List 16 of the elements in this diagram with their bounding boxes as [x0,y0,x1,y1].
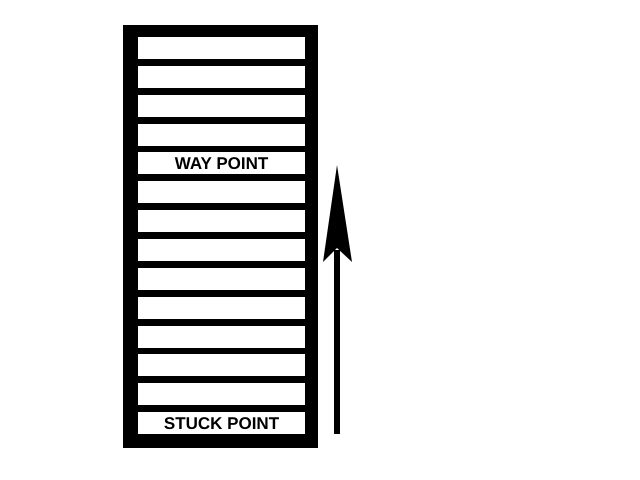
slot-label: STUCK POINT [164,414,280,432]
ladder-rung-slot [138,181,305,204]
ladder-rung-slot [138,210,305,232]
ladder-rung-slot [138,412,305,434]
ladder-rung-slot [138,326,305,348]
ladder-rung-slot [138,66,305,88]
ladder-rung-slot [138,124,305,146]
ladder-rung-slot [138,383,305,406]
ladder-rung-slot [138,94,305,117]
ladder-rung-slot [138,238,305,261]
ladder-rung-slot [138,296,305,319]
ladder-rung-slot [138,354,305,376]
ladder-rung-slot [138,152,305,174]
ladder-rung-slot [138,37,305,59]
slot-label: WAY POINT [174,154,268,172]
ladder-rung-slot [138,268,305,290]
